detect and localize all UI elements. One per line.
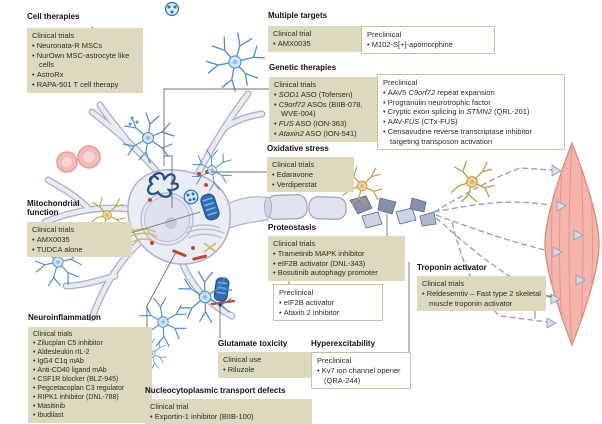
therapy-item: Masitinib xyxy=(33,402,147,411)
therapy-item: SOD1 ASO (Tofersen) xyxy=(274,90,375,100)
box-label: Preclinical xyxy=(367,30,402,39)
therapy-item: Riluzole xyxy=(223,365,310,375)
therapy-item: Anti-CD40 ligand mAb xyxy=(33,366,147,375)
oxidative-stress-title: Oxidative stress xyxy=(267,144,329,153)
multiple-targets-title: Multiple targets xyxy=(268,11,328,20)
nucleocytoplasmic-clinical-box: Clinical trial Exportin-1 inhibitor (BII… xyxy=(145,399,312,424)
box-label: Clinical trials xyxy=(33,331,73,338)
therapy-item: C9orf72 ASOs (BIIB-078, WVE-004) xyxy=(274,100,375,120)
er-icon xyxy=(185,224,225,239)
box-label: Clinical trials xyxy=(273,239,316,248)
genetic-therapies-title: Genetic therapies xyxy=(269,63,337,72)
therapy-item: Trametinib MAPK inhibitor xyxy=(273,249,400,259)
therapy-item: Ibudilast xyxy=(33,411,147,420)
nucleolus xyxy=(165,217,177,229)
genetic-therapies-preclinical-box: Preclinical AAV5 C9orf72 repeat expansio… xyxy=(377,74,565,151)
therapy-item: AAV-FUS (CTx-FUS) xyxy=(383,117,559,127)
therapy-item: AstroRx xyxy=(32,70,138,80)
therapy-item: Exportin-1 inhibitor (BIIB-100) xyxy=(150,412,307,422)
vesicle-icon xyxy=(183,189,199,205)
therapy-item: Ataxin 2 inhibitor xyxy=(279,308,377,318)
therapy-item: FUS ASO (ION-363) xyxy=(274,119,375,129)
axon-myelin xyxy=(221,194,347,231)
box-label: Clinical trials xyxy=(32,31,75,40)
box-label: Clinical trial xyxy=(150,402,189,411)
hyperexcitability-preclinical-box: Preclinical Kv7 ion channel opener (QRA-… xyxy=(311,352,411,390)
oxidative-stress-clinical-box: Clinical trials Edaravone Verdiperstat xyxy=(267,157,354,193)
therapy-item: eIF2B activator (DNL-343) xyxy=(273,259,400,269)
neuroinflammation-title: Neuroinflammation xyxy=(28,313,101,322)
troponin-activator-clinical-box: Clinical trials Reldesemtiv – Fast type … xyxy=(417,276,546,312)
proteostasis-title: Proteostasis xyxy=(268,223,317,232)
therapy-item: NurOwn MSC-astrocyte like cells xyxy=(32,51,138,71)
therapy-item: TUDCA alone xyxy=(32,245,127,255)
therapy-item: IgG4 C1q mAb xyxy=(33,357,147,366)
therapy-item: CSF1R blocker (BLZ-945) xyxy=(33,375,147,384)
neuromuscular-junctions xyxy=(546,164,586,329)
therapy-item: RIPK1 inhibitor (DNL-788) xyxy=(33,393,147,402)
multiple-targets-preclinical-box: Preclinical M102-S[+]-apomorphine xyxy=(361,26,495,54)
therapy-item: Progranulin neurotrophic factor xyxy=(383,98,559,108)
therapy-item: Cryptic exon splicing in STMN2 (QRL-201) xyxy=(383,107,559,117)
glutamate-toxicity-title: Glutamate toxicity xyxy=(218,339,288,348)
box-label: Preclinical xyxy=(317,356,352,365)
cell-therapies-title: Cell therapies xyxy=(27,12,80,21)
genetic-therapies-clinical-box: Clinical trials SOD1 ASO (Tofersen) C9or… xyxy=(269,77,380,142)
nucleocytoplasmic-title: Nucleocytoplasmic transport defects xyxy=(145,386,286,395)
neuroinflammation-clinical-box: Clinical trials Zilucplan C5 inhibitor A… xyxy=(28,327,152,424)
therapy-item: AAV5 C9orf72 repeat expansion xyxy=(383,88,559,98)
box-label: Preclinical xyxy=(279,288,314,297)
dendrites xyxy=(41,90,266,322)
therapy-item: Edaravone xyxy=(272,170,349,180)
therapy-item: Reldesemtiv – Fast type 2 skeletal muscl… xyxy=(422,289,541,309)
mitochondrial-function-clinical-box: Clinical trials AMX0035 TUDCA alone xyxy=(27,222,132,258)
box-label: Clinical trials xyxy=(32,225,75,234)
therapy-item: AMX0035 xyxy=(32,235,127,245)
troponin-activator-title: Troponin activator xyxy=(417,263,487,272)
therapy-item: AMX0035 xyxy=(273,39,357,49)
cell-therapies-clinical-box: Clinical trials Neuronata-R MSCs NurOwn … xyxy=(27,28,143,93)
therapy-item: M102-S[+]-apomorphine xyxy=(367,40,489,50)
proteostasis-preclinical-box: Preclinical eIF2B activator Ataxin 2 inh… xyxy=(273,284,383,322)
box-label: Clinical use xyxy=(223,355,262,364)
therapy-item: Pegcetacoplan C3 regulator xyxy=(33,384,147,393)
therapy-item: eIF2B activator xyxy=(279,298,377,308)
therapy-item: Bosutinib autophagy promoter xyxy=(273,268,400,278)
box-label: Clinical trials xyxy=(272,160,315,169)
therapy-item: Neuronata-R MSCs xyxy=(32,41,138,51)
glutamate-toxicity-clinical-box: Clinical use Riluzole xyxy=(218,352,315,378)
proteostasis-clinical-box: Clinical trials Trametinib MAPK inhibito… xyxy=(268,236,405,281)
mitochondria-icon xyxy=(200,193,220,221)
therapy-item: RAPA-501 T cell therapy xyxy=(32,80,138,90)
box-label: Clinical trial xyxy=(273,29,312,38)
vesicle-cluster-icon xyxy=(164,1,180,17)
protein-aggregate-icon xyxy=(146,172,179,198)
box-label: Preclinical xyxy=(383,78,418,87)
therapy-item: Zilucplan C5 inhibitor xyxy=(33,339,147,348)
multiple-targets-clinical-box: Clinical trial AMX0035 xyxy=(268,26,362,52)
red-blood-cells xyxy=(56,145,101,173)
therapy-item: Censavudine reverse transcriptase inhibi… xyxy=(383,127,559,147)
axon-terminals xyxy=(433,167,553,323)
therapy-item: Ataxin2 ASO (ION-541) xyxy=(274,129,375,139)
degenerating-axon-fragments xyxy=(349,195,437,229)
hyperexcitability-title: Hyperexcitability xyxy=(311,339,376,348)
therapy-item: Kv7 ion channel opener (QRA-244) xyxy=(317,366,405,386)
therapy-item: Verdiperstat xyxy=(272,180,349,190)
box-label: Clinical trials xyxy=(422,279,465,288)
mitochondrial-function-title: Mitochondrial function xyxy=(27,199,80,218)
therapy-item: Aldesleukin rIL-2 xyxy=(33,348,147,357)
box-label: Clinical trials xyxy=(274,80,317,89)
